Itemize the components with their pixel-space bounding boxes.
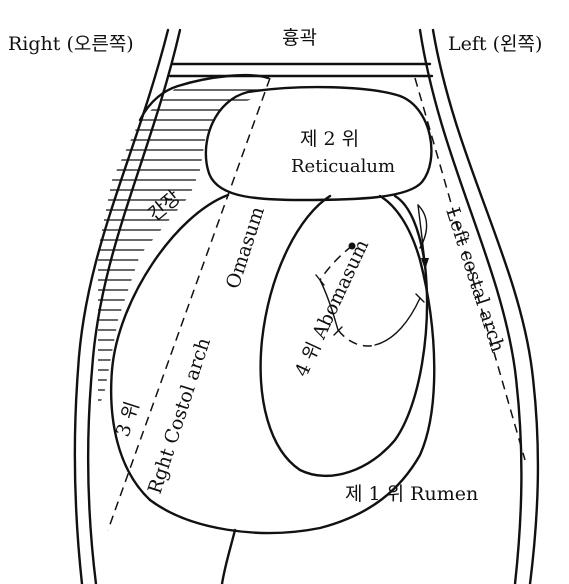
diaphragm-band — [170, 64, 432, 76]
rumen-label: 제 1 위 Rumen — [345, 483, 478, 505]
abomasum-label: 4 위 Abomasum — [291, 236, 374, 380]
left-costal-arch-label: Left costal arch — [441, 205, 509, 355]
right-side-label: Right (오른쪽) — [8, 33, 134, 55]
body-wall-right — [75, 30, 180, 584]
rumen-neck — [222, 530, 235, 584]
omasum-label: Omasum — [222, 204, 269, 292]
left-side-label: Left (왼쪽) — [448, 33, 542, 55]
reticulum-korean-label: 제 2 위 — [300, 128, 359, 150]
omasum-korean-label: 3 위 — [112, 399, 144, 440]
reticulum-label: Reticualum — [291, 156, 395, 177]
chest-label: 흉곽 — [282, 27, 317, 49]
right-costal-arch-label: Rght Costol arch — [144, 335, 215, 496]
